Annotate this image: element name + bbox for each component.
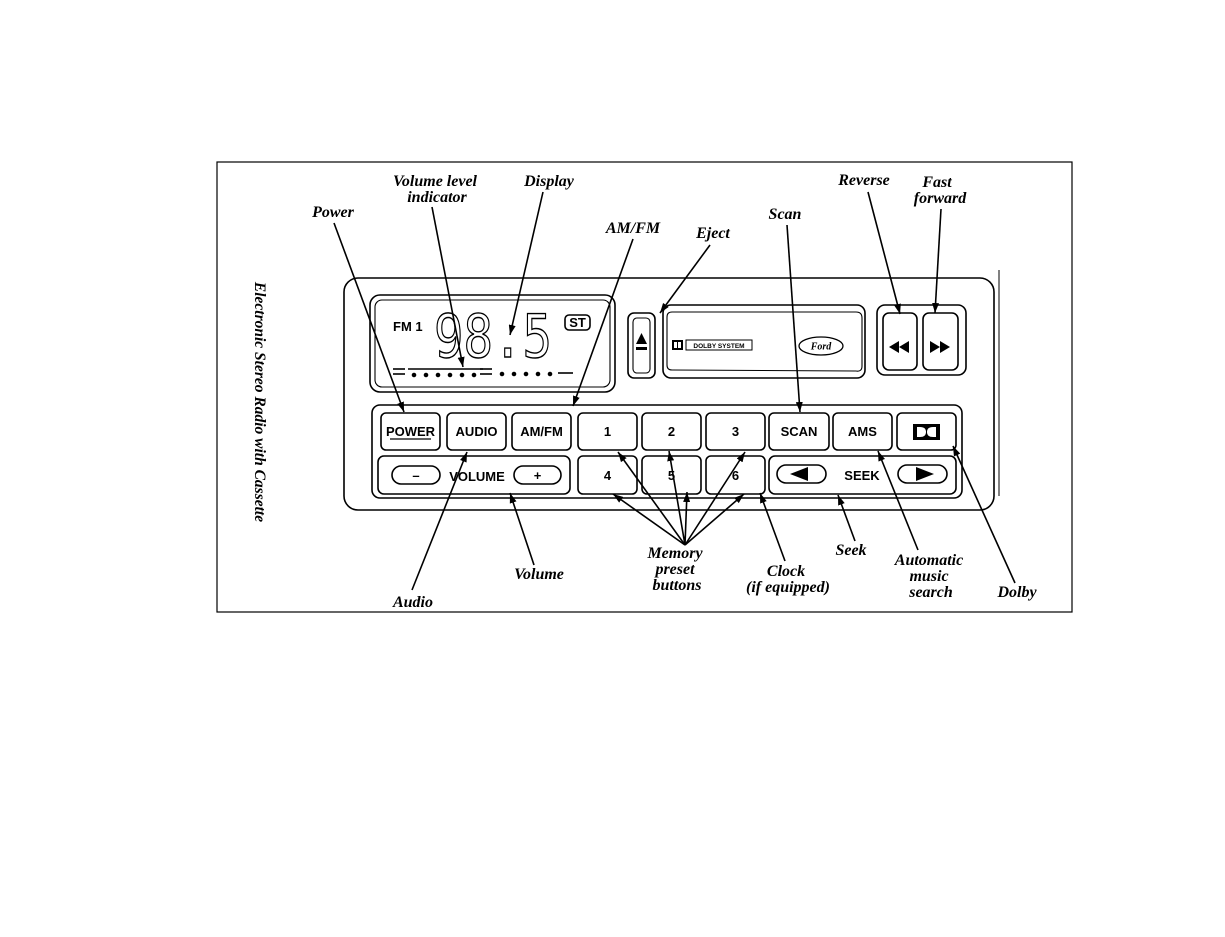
callout-reverse: Reverse (837, 172, 890, 189)
svg-text:2: 2 (668, 424, 675, 439)
rewind-button (883, 313, 917, 370)
callout-volume: Volume (514, 566, 564, 583)
callout-audio: Audio (392, 594, 433, 611)
callout-power: Power (311, 204, 355, 221)
fast-forward-button (923, 313, 958, 370)
svg-text:–: – (412, 468, 419, 483)
dolby-button (897, 413, 956, 450)
dolby-icon (913, 424, 940, 440)
callout-seek: Seek (835, 542, 866, 559)
svg-text:ST: ST (569, 315, 586, 330)
callout-display: Display (523, 173, 575, 190)
eject-button (628, 313, 655, 378)
seek-up-button (898, 465, 947, 483)
volume-control: – VOLUME + (378, 456, 570, 494)
audio-button: AUDIO (447, 413, 506, 450)
svg-text:AM/FM: AM/FM (520, 424, 563, 439)
am-fm-button: AM/FM (512, 413, 571, 450)
seek-down-button (777, 465, 826, 483)
callout-am-fm: AM/FM (605, 220, 661, 237)
svg-text:+: + (534, 468, 542, 483)
callout-scan: Scan (769, 206, 802, 223)
tape-transport-controls (877, 305, 966, 375)
callout-clock: Clock (if equipped) (746, 563, 830, 596)
radio-unit: FM 1 98.5 ST (344, 270, 999, 510)
ams-button: AMS (833, 413, 892, 450)
figure-title: Electronic Stereo Radio with Cassette (251, 281, 268, 522)
svg-text:DOLBY SYSTEM: DOLBY SYSTEM (693, 343, 744, 350)
callout-eject: Eject (695, 225, 730, 242)
preset-button-1: 1 (578, 413, 637, 450)
callout-memory-preset-buttons: Memory preset buttons (646, 545, 706, 594)
scan-button: SCAN (769, 413, 829, 450)
dolby-icon (672, 340, 683, 350)
preset-button-2: 2 (642, 413, 701, 450)
svg-text:AMS: AMS (848, 424, 877, 439)
svg-text:POWER: POWER (386, 424, 436, 439)
volume-up-button: + (514, 466, 561, 484)
seek-control: SEEK (769, 456, 956, 494)
callout-fast-forward: Fast forward (914, 174, 967, 207)
svg-text:Ford: Ford (810, 342, 833, 353)
svg-text:3: 3 (732, 424, 739, 439)
svg-text:AUDIO: AUDIO (456, 424, 498, 439)
svg-text:1: 1 (604, 424, 611, 439)
lcd-display: FM 1 98.5 ST (370, 295, 615, 392)
volume-down-button: – (392, 466, 440, 484)
svg-text:4: 4 (604, 468, 612, 483)
callout-automatic-music-search: Automatic music search (894, 552, 967, 601)
preset-button-4: 4 (578, 456, 637, 494)
power-button: POWER (381, 413, 440, 450)
preset-button-6: 6 (706, 456, 765, 494)
svg-text:SCAN: SCAN (781, 424, 818, 439)
seek-label: SEEK (844, 468, 880, 483)
callout-volume-level-indicator: Volume level indicator (393, 173, 481, 206)
callout-dolby: Dolby (996, 584, 1037, 601)
cassette-slot: DOLBY SYSTEM Ford (663, 305, 865, 378)
preset-button-3: 3 (706, 413, 765, 450)
band-indicator: FM 1 (393, 319, 423, 334)
